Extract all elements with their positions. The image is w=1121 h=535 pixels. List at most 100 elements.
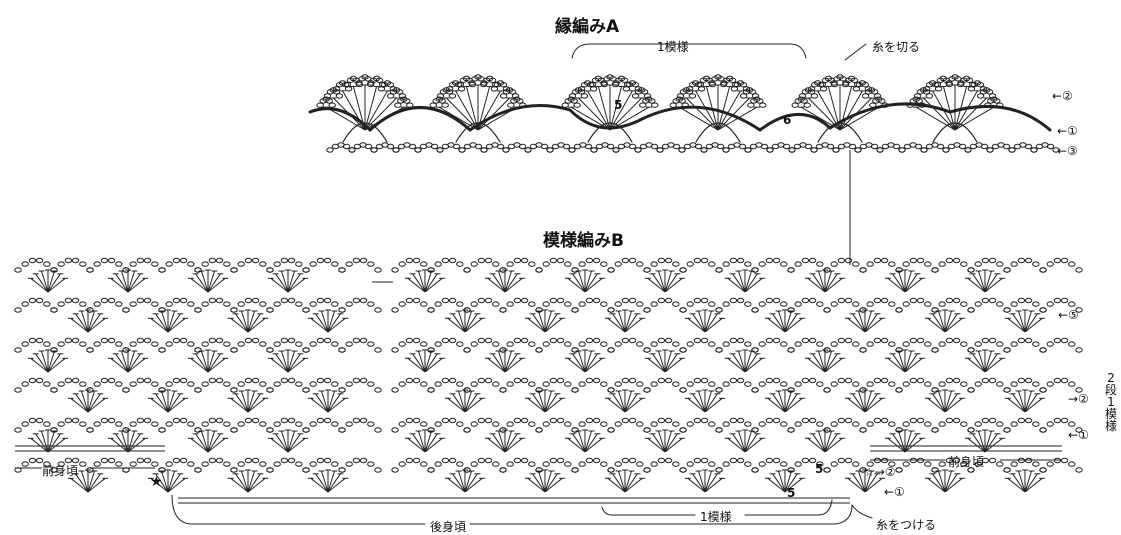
pattern-right-chain [1039,427,1047,433]
pattern-left-fan [35,273,49,293]
pattern-right-fan [418,270,426,293]
pattern-left-chain [21,341,29,347]
pattern-left-chain [302,467,310,473]
pattern-left-chain [57,261,65,267]
pattern-right-fan [1024,317,1043,333]
edge-picot [651,102,659,108]
pattern-left-fan [287,437,306,453]
pattern-right-chain [765,417,774,424]
pattern-right-chain [744,461,752,467]
edge-picot [925,93,934,99]
pattern-left-fan [247,310,255,333]
pattern-right-chain [686,301,694,307]
pattern-right-chain [528,421,536,427]
pattern-left-fan [30,277,49,293]
edge-picot [456,81,465,88]
pattern-left-chain [64,297,73,304]
pattern-right-fan [1024,393,1038,413]
edge-picot [803,102,811,108]
pattern-right-fan [1018,310,1026,333]
pattern-right-chain [420,421,428,427]
edge-chain-row [502,147,510,153]
pattern-right-chain [434,461,442,467]
edge-picot [934,86,943,92]
pattern-right-fan [824,430,832,453]
pattern-left-fan [327,390,335,413]
pattern-right-fan [738,430,746,453]
pattern-right-chain [873,417,882,424]
pattern-left-chain [165,381,173,387]
edge-chain-row [326,147,334,153]
pattern-right-chain [988,257,997,264]
pattern-left-chain [367,341,375,347]
edge-picot [508,89,517,95]
pattern-left-fan [167,390,175,413]
pattern-right-fan [824,270,832,293]
pattern-right-fan [704,313,718,333]
pattern-right-fan [864,397,883,413]
pattern-left-chain [115,301,123,307]
pattern-right-chain [592,457,601,464]
edge-chain-row [898,147,906,153]
pattern-right-chain [556,377,565,384]
pattern-right-fan [972,353,986,373]
pattern-left-fan [161,390,169,413]
pattern-left-fan [87,473,101,493]
edge-chain-row [700,147,708,153]
pattern-right-chain [1024,337,1033,344]
pattern-right-chain [722,381,730,387]
pattern-left-fan [207,357,226,373]
pattern-left-chain [136,297,145,304]
attach-yarn-leader [851,504,873,519]
pattern-right-chain [463,347,471,353]
pattern-left-chain [86,347,94,353]
edge-picot [852,86,861,92]
pattern-right-chain [484,257,493,264]
pattern-right-chain [434,421,442,427]
pattern-left-fan [155,473,169,493]
pattern-right-fan [784,473,798,493]
pattern-right-chain [621,297,630,304]
edge-picot [622,86,631,92]
pattern-left-chain [280,297,289,304]
pattern-right-chain [391,267,399,273]
pattern-right-fan [698,390,706,413]
pattern-right-chain [614,461,622,467]
edge-chain-row [722,147,730,153]
pattern-right-chain [549,297,558,304]
pattern-right-chain [672,341,680,347]
pattern-left-fan [287,430,295,453]
pattern-right-fan [852,473,866,493]
pattern-right-fan [864,470,872,493]
pattern-left-fan [30,437,49,453]
pattern-right-chain [441,377,450,384]
edge-chain-row [568,147,576,153]
pattern-left-chain [122,307,130,313]
pattern-left-chain [359,377,368,384]
pattern-right-chain [945,457,954,464]
pattern-right-chain [470,461,478,467]
pattern-left-fan [195,433,209,453]
pattern-right-fan [978,350,986,373]
pattern-right-chain [412,417,421,424]
pattern-right-chain [880,377,889,384]
pattern-left-fan [207,350,215,373]
edge-chain-row [672,143,681,150]
pattern-right-fan [767,397,786,413]
pattern-right-fan [698,310,706,333]
pattern-right-fan [938,310,946,333]
pattern-left-fan [35,433,49,453]
edge-shell-base [695,122,741,143]
edge-picot [328,102,336,108]
edge-picot [643,93,652,99]
pattern-right-chain [801,377,810,384]
pattern-right-chain [628,417,637,424]
edge-picot [438,98,446,104]
pattern-right-fan [1024,313,1038,333]
pattern-right-chain [931,467,939,473]
pattern-right-chain [664,337,673,344]
pattern-left-chain [136,417,145,424]
pattern-right-fan [727,357,746,373]
pattern-right-chain [988,457,997,464]
pattern-left-chain [259,261,267,267]
